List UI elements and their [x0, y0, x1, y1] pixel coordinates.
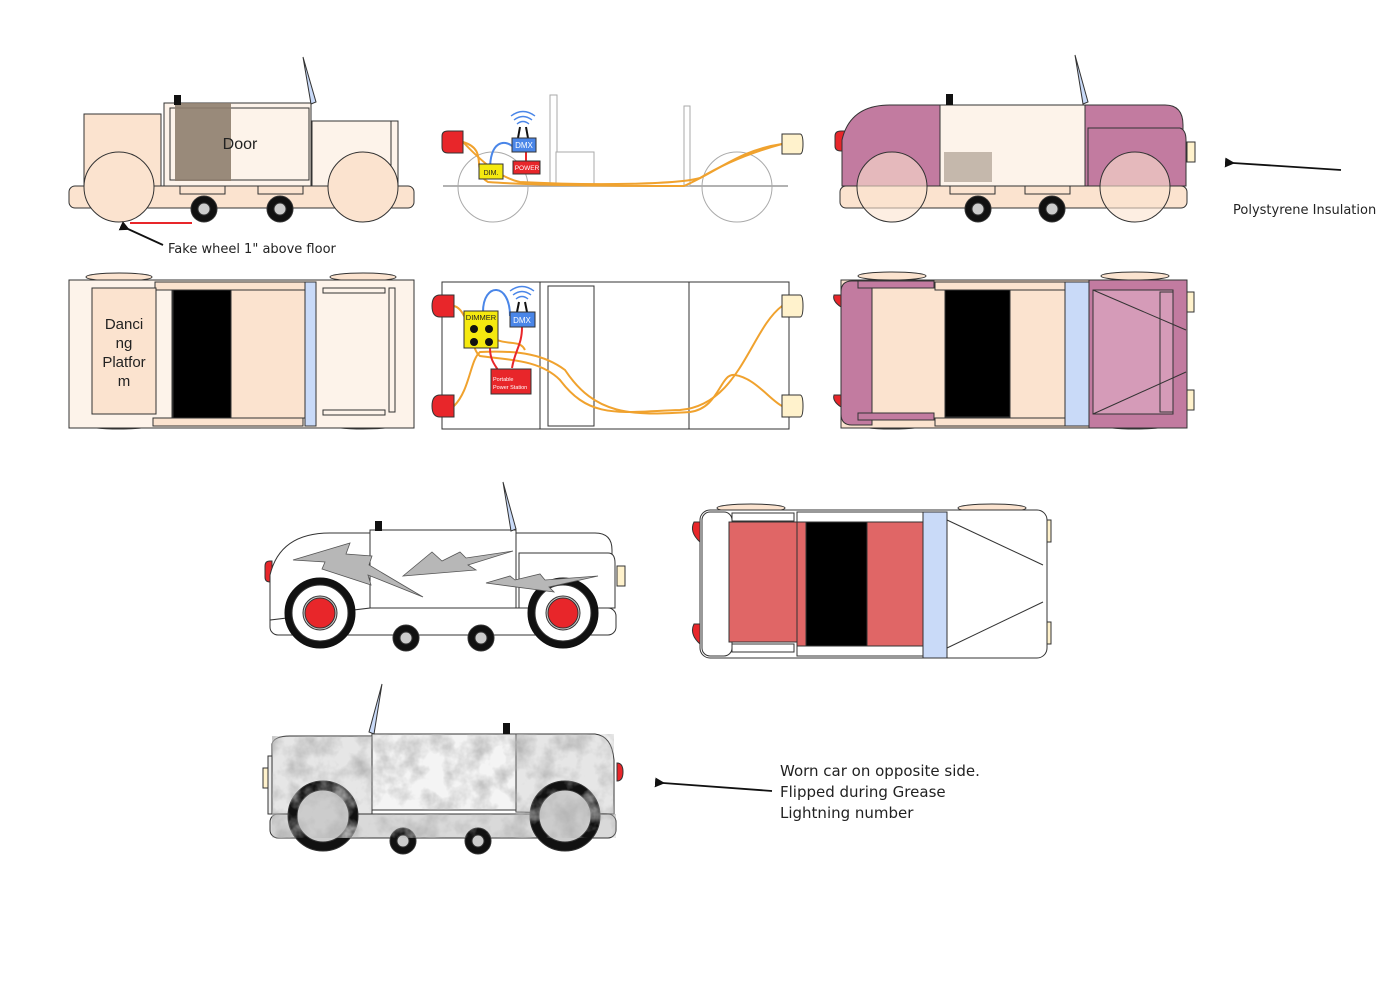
dmx-box-top — [509, 311, 536, 328]
lightning-bolt-icon — [292, 542, 599, 598]
door-label: Door — [223, 136, 258, 153]
worn-car-note: Worn car on opposite side. Flipped durin… — [780, 761, 980, 824]
wireless-antenna-icon — [509, 285, 535, 313]
side-view-wiring — [441, 94, 804, 223]
top-view-insulated-car — [833, 271, 1195, 430]
dmx-top-label: DMX — [513, 316, 531, 325]
dancing-platform-label-3: Platfor — [102, 354, 145, 371]
power-side-label: POWER — [515, 165, 540, 172]
dancing-platform-label-2: ng — [116, 335, 133, 352]
dimmer-box-top — [463, 310, 499, 349]
arrow-icon — [654, 777, 773, 792]
worn-car-note-line-2: Flipped during Grease — [780, 783, 946, 801]
portable-power-station — [490, 368, 532, 395]
dancing-platform-label-1: Danci — [105, 316, 143, 333]
power-box-side — [512, 160, 541, 175]
wireless-antenna-icon — [510, 110, 536, 139]
dim-label: DIM. — [484, 170, 499, 177]
dmx-box-side — [511, 137, 537, 153]
worn-car-note-line-1: Worn car on opposite side. — [780, 762, 980, 780]
power-station-label-1: Portable — [493, 377, 514, 383]
worn-car-note-line-3: Lightning number — [780, 804, 914, 822]
dmx-side-label: DMX — [515, 141, 533, 150]
worn-car-grunge-texture — [272, 734, 616, 838]
top-view-plywood-car — [68, 272, 415, 430]
polystyrene-insulation-note: Polystyrene Insulation — [1233, 203, 1377, 218]
side-view-insulated-car — [834, 54, 1196, 223]
side-view-plywood-car — [68, 56, 415, 224]
fake-wheel-note: Fake wheel 1" above floor — [168, 242, 336, 257]
side-view-grease-lightning-car — [264, 481, 626, 652]
arrow-icon — [1224, 157, 1342, 171]
arrow-icon — [118, 221, 164, 246]
dimmer-label: DIMMER — [466, 313, 497, 322]
dancing-platform-label-4: m — [118, 373, 131, 390]
power-station-label-2: Power Station — [493, 385, 527, 391]
top-view-grease-lightning-car — [692, 503, 1052, 659]
top-view-wiring — [431, 281, 804, 430]
dimmer-box-side — [478, 163, 504, 180]
